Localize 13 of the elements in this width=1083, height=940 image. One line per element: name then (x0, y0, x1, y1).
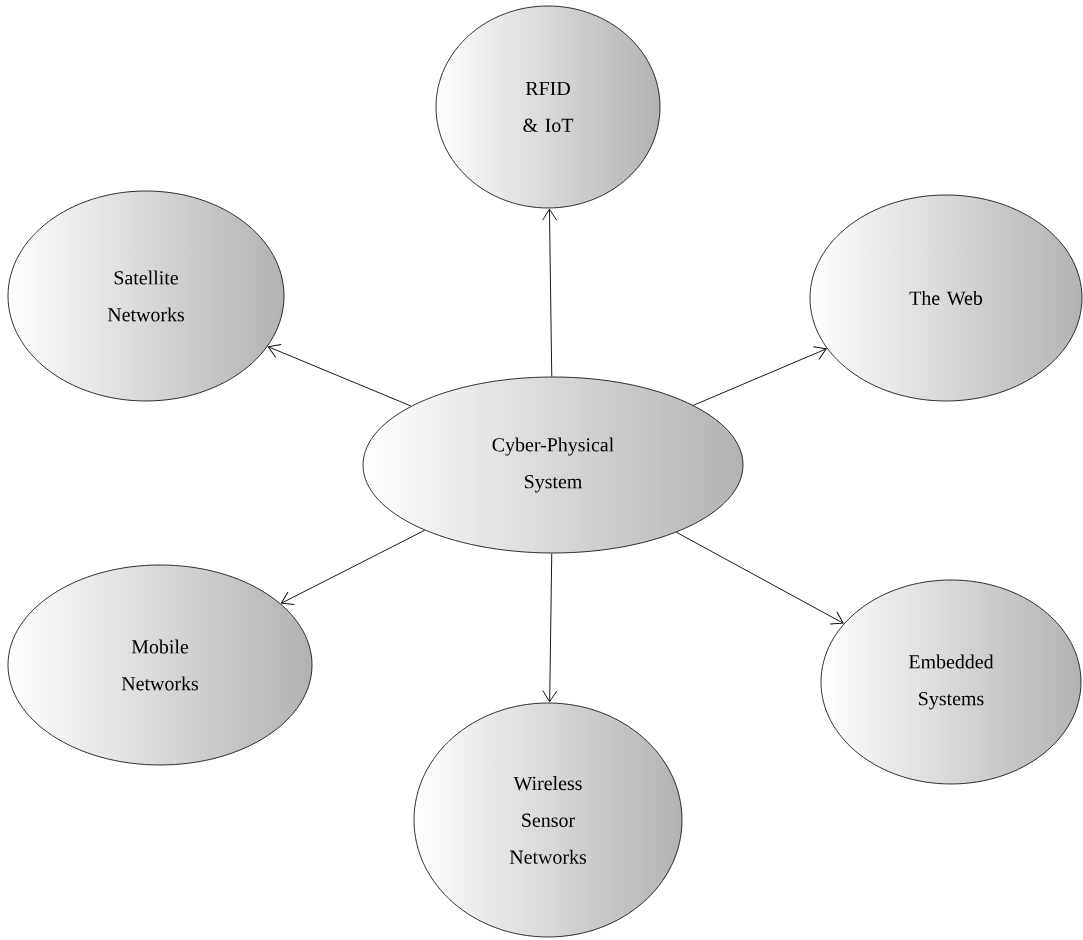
ellipse-node: Cyber-Physical System (362, 376, 744, 554)
ellipse-node: Satellite Networks (7, 190, 285, 402)
ellipse-node: Mobile Networks (7, 564, 313, 766)
arrow (267, 344, 412, 407)
ellipse-node: RFID & IoT (435, 5, 661, 209)
ellipse-node: Wireless Sensor Networks (413, 702, 683, 938)
ellipse-node: The Web (809, 194, 1083, 402)
arrow (542, 552, 558, 703)
arrow (693, 346, 827, 406)
arrow (542, 208, 558, 378)
arrow (280, 529, 426, 605)
arrow (676, 531, 844, 625)
ellipse-node: Embedded Systems (820, 579, 1082, 785)
